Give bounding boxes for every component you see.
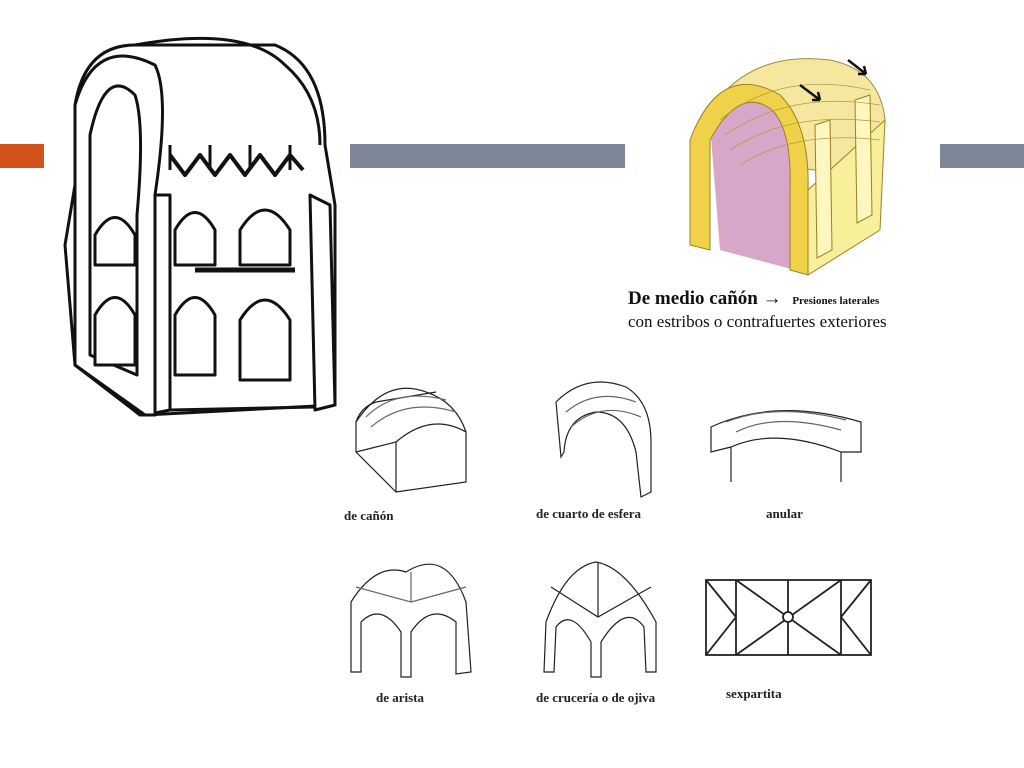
- barrel-vault-title: De medio cañón → Presiones laterales: [628, 288, 879, 310]
- accent-bar-left: [0, 144, 44, 168]
- barrel-vault-subtitle: con estribos o contrafuertes exteriores: [628, 312, 887, 331]
- vault-structure-drawing: [63, 36, 337, 417]
- sexpartite-vault-plan-icon: [705, 579, 872, 656]
- divider-bar-right: [940, 144, 1024, 168]
- barrel-vault-illustration: [689, 58, 886, 276]
- vault-label-sexpartite: sexpartita: [726, 686, 782, 701]
- divider-bar-middle: [350, 144, 625, 168]
- vault-types-panel: de cañón de cuarto de esfera anular de a…: [336, 372, 876, 712]
- vault-types-drawings: [350, 381, 872, 678]
- vault-label-quarter-sphere: de cuarto de esfera: [536, 506, 642, 521]
- vault-label-rib: de crucería o de ojiva: [536, 690, 656, 705]
- groin-vault-icon: [350, 563, 472, 678]
- arrow-icon: →: [762, 288, 782, 309]
- vault-label-groin: de arista: [376, 690, 425, 705]
- lateral-pressure-note: Presiones laterales: [792, 295, 880, 307]
- barrel-vault-icon: [355, 387, 467, 493]
- quarter-sphere-vault-icon: [555, 381, 652, 498]
- vault-label-barrel: de cañón: [344, 508, 394, 523]
- annular-vault-icon: [710, 410, 862, 482]
- barrel-title-text: De medio cañón: [628, 288, 758, 309]
- vault-label-annular: anular: [766, 506, 803, 521]
- rib-vault-icon: [543, 561, 657, 678]
